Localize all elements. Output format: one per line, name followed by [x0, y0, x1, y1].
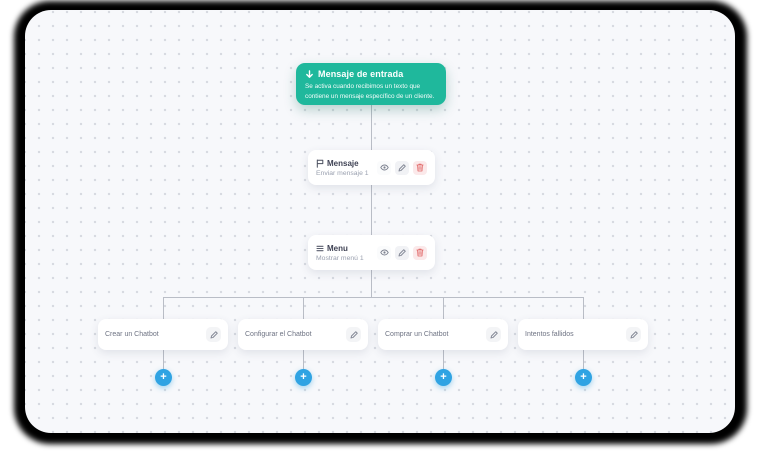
- branch-label: Configurar el Chatbot: [245, 331, 312, 338]
- trigger-title: Mensaje de entrada: [318, 69, 404, 79]
- edit-button[interactable]: [395, 245, 409, 260]
- delete-button[interactable]: [413, 160, 427, 175]
- trigger-description: Se activa cuando recibimos un texto que …: [305, 83, 435, 100]
- node-subtitle: Mostrar menú 1: [316, 254, 364, 262]
- edit-button[interactable]: [486, 327, 501, 342]
- connector-menu-down: [371, 270, 372, 298]
- delete-button[interactable]: [413, 245, 427, 260]
- connector-horizontal: [163, 297, 584, 298]
- trash-icon: [416, 163, 424, 172]
- branch-comprar-un-chatbot[interactable]: Comprar un Chatbot: [378, 319, 508, 350]
- pencil-icon: [350, 330, 358, 339]
- node-title: Mensaje: [327, 158, 359, 168]
- connector-plus-4: [583, 350, 584, 369]
- add-step-button[interactable]: +: [155, 369, 172, 386]
- trash-icon: [416, 248, 424, 257]
- arrow-down-icon: [305, 69, 314, 79]
- add-step-button[interactable]: +: [575, 369, 592, 386]
- view-button[interactable]: [377, 245, 391, 260]
- connector-drop-4: [583, 298, 584, 319]
- branch-intentos-fallidos[interactable]: Intentos fallidos: [518, 319, 648, 350]
- add-step-button[interactable]: +: [295, 369, 312, 386]
- flow-canvas[interactable]: Mensaje de entrada Se activa cuando reci…: [25, 10, 735, 433]
- connector-drop-1: [163, 298, 164, 319]
- pencil-icon: [398, 248, 406, 257]
- plus-icon: +: [580, 371, 587, 383]
- connector-mensaje-menu: [371, 185, 372, 235]
- pencil-icon: [210, 330, 218, 339]
- node-subtitle: Enviar mensaje 1: [316, 169, 369, 177]
- connector-drop-3: [443, 298, 444, 319]
- eye-icon: [379, 249, 389, 256]
- eye-icon: [379, 164, 389, 171]
- pencil-icon: [490, 330, 498, 339]
- edit-button[interactable]: [346, 327, 361, 342]
- connector-trigger-mensaje: [371, 105, 372, 150]
- pencil-icon: [398, 163, 406, 172]
- menu-icon: [316, 245, 324, 252]
- plus-icon: +: [440, 371, 447, 383]
- trigger-node-mensaje-de-entrada[interactable]: Mensaje de entrada Se activa cuando reci…: [296, 63, 446, 105]
- branch-crear-un-chatbot[interactable]: Crear un Chatbot: [98, 319, 228, 350]
- branch-label: Intentos fallidos: [525, 331, 574, 338]
- connector-drop-2: [303, 298, 304, 319]
- plus-icon: +: [160, 371, 167, 383]
- node-title: Menu: [327, 243, 348, 253]
- pencil-icon: [630, 330, 638, 339]
- flag-icon: [316, 159, 324, 168]
- edit-button[interactable]: [206, 327, 221, 342]
- branch-label: Crear un Chatbot: [105, 331, 159, 338]
- plus-icon: +: [300, 371, 307, 383]
- node-mensaje[interactable]: Mensaje Enviar mensaje 1: [308, 150, 435, 185]
- edit-button[interactable]: [395, 160, 409, 175]
- node-menu[interactable]: Menu Mostrar menú 1: [308, 235, 435, 270]
- connector-plus-3: [443, 350, 444, 369]
- branch-label: Comprar un Chatbot: [385, 331, 449, 338]
- add-step-button[interactable]: +: [435, 369, 452, 386]
- edit-button[interactable]: [626, 327, 641, 342]
- branch-configurar-el-chatbot[interactable]: Configurar el Chatbot: [238, 319, 368, 350]
- connector-plus-1: [163, 350, 164, 369]
- view-button[interactable]: [377, 160, 391, 175]
- connector-plus-2: [303, 350, 304, 369]
